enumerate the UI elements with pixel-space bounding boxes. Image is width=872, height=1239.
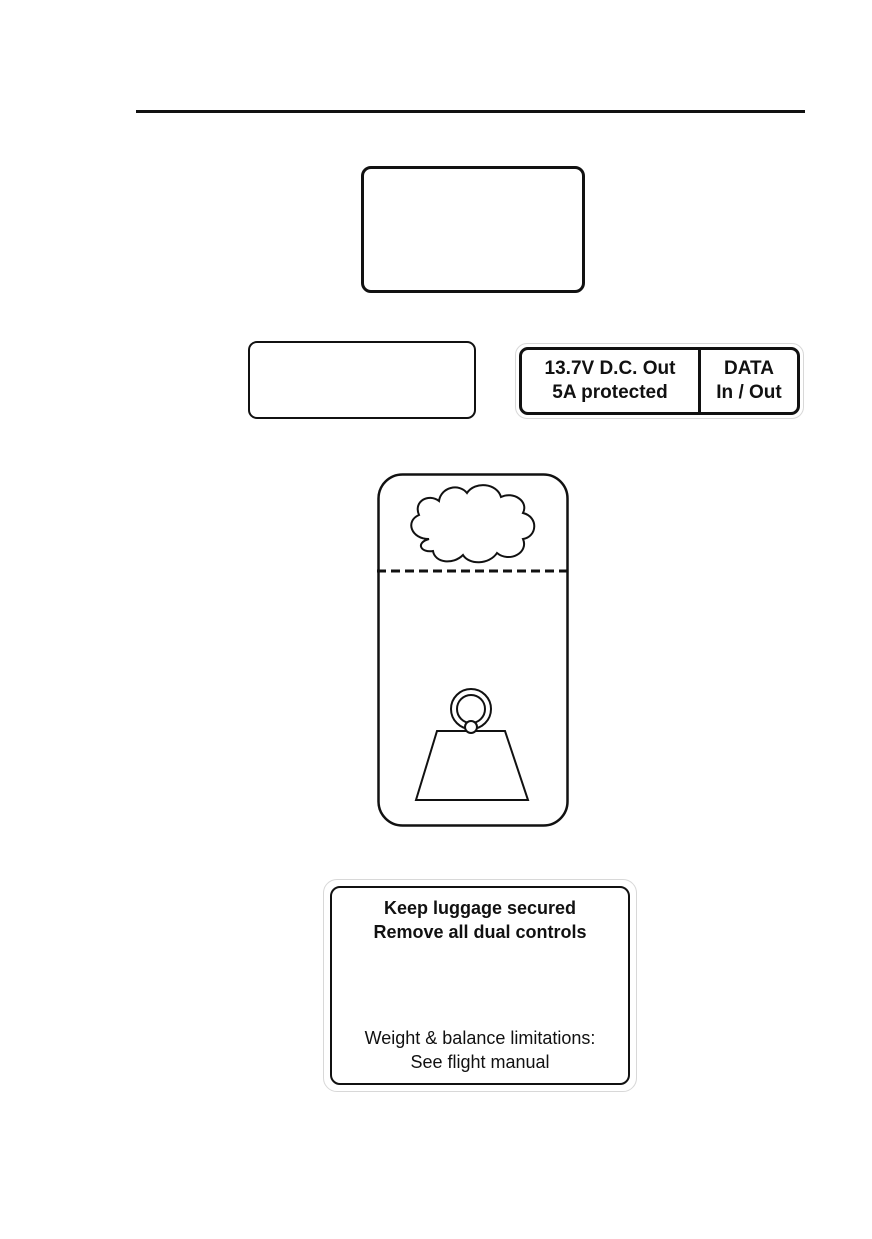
power-data-socket-placard: 13.7V D.C. Out 5A protected DATA In / Ou… <box>515 343 804 419</box>
header-rule <box>136 110 805 113</box>
warning-line-1: Keep luggage secured <box>383 898 577 918</box>
luggage-limit-icon-placard <box>377 473 569 827</box>
note-line-2: See flight manual <box>410 1052 550 1072</box>
data-port-label: DATA In / Out <box>701 350 797 412</box>
blank-placard-middle <box>248 341 476 419</box>
blank-placard-top <box>361 166 585 293</box>
note-line-1: Weight & balance limitations: <box>364 1028 596 1048</box>
socket-placard-frame: 13.7V D.C. Out 5A protected DATA In / Ou… <box>519 347 800 415</box>
luggage-limit-graphic <box>377 473 569 827</box>
luggage-warning: Keep luggage secured Remove all dual con… <box>332 896 628 944</box>
power-output-line-1: 13.7V D.C. Out <box>544 358 676 379</box>
warning-line-2: Remove all dual controls <box>373 922 587 942</box>
weight-icon <box>414 688 530 801</box>
power-output-line-2: 5A protected <box>552 382 668 403</box>
placard-frame <box>377 473 569 827</box>
cloud-icon <box>410 484 536 564</box>
luggage-warning-placard: Keep luggage secured Remove all dual con… <box>323 879 637 1092</box>
power-output-label: 13.7V D.C. Out 5A protected <box>522 350 701 412</box>
data-port-line-2: In / Out <box>716 382 782 403</box>
luggage-warning-frame: Keep luggage secured Remove all dual con… <box>330 886 630 1085</box>
data-port-line-1: DATA <box>724 358 774 379</box>
weight-balance-note: Weight & balance limitations: See flight… <box>332 1026 628 1074</box>
